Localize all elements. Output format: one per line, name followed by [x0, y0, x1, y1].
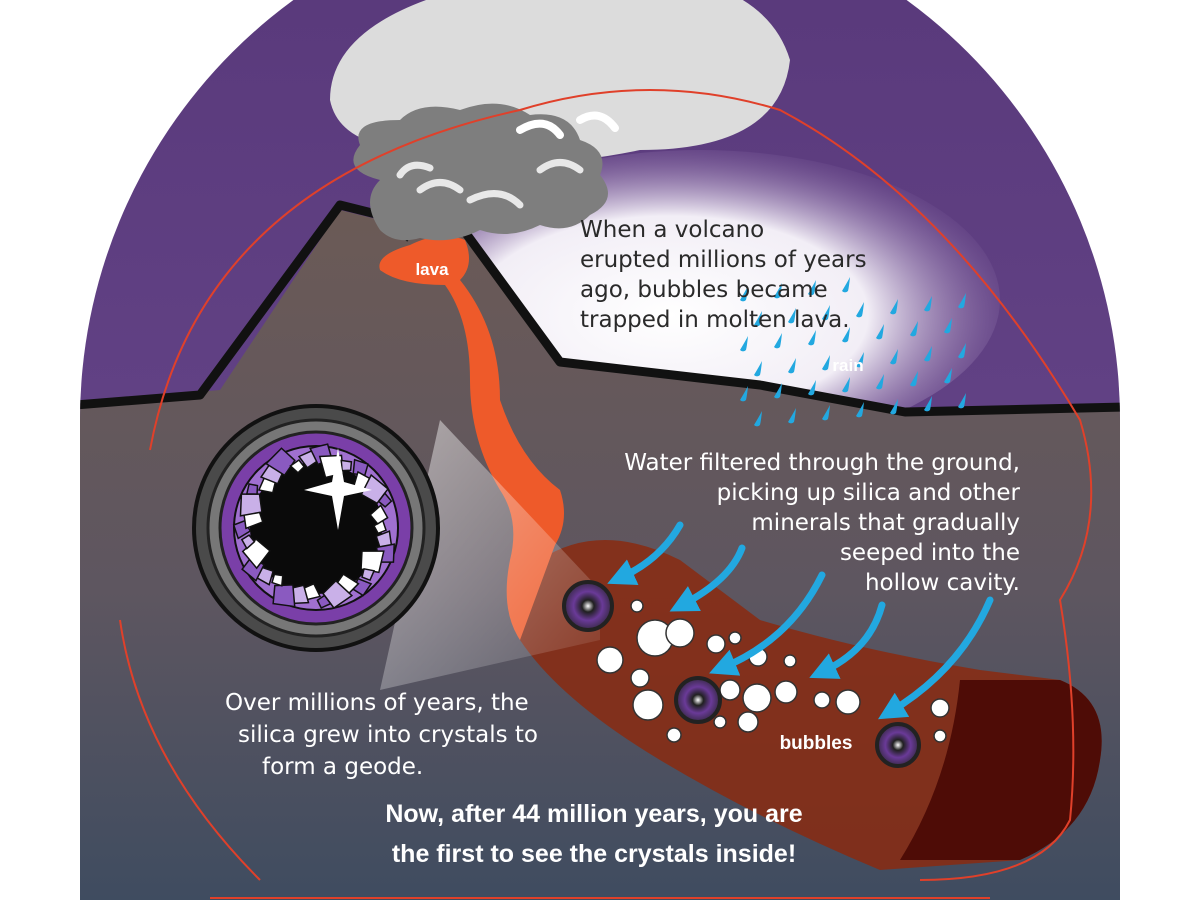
bubble-icon — [814, 692, 830, 708]
bubble-icon — [729, 632, 741, 644]
svg-text:Now, after 44 million years, y: Now, after 44 million years, you are — [385, 800, 802, 828]
svg-text:picking up silica and other: picking up silica and other — [717, 480, 1021, 506]
svg-text:When a volcano: When a volcano — [580, 217, 764, 243]
svg-text:erupted millions of years: erupted millions of years — [580, 247, 867, 273]
svg-text:ago, bubbles became: ago, bubbles became — [580, 277, 828, 303]
svg-text:Over millions of years, the: Over millions of years, the — [225, 690, 529, 716]
bubble-icon — [666, 619, 694, 647]
lava-label: lava — [415, 260, 449, 279]
bubble-icon — [931, 699, 949, 717]
svg-text:the first to see the crystals: the first to see the crystals inside! — [392, 840, 796, 868]
bubble-icon — [633, 690, 663, 720]
bubble-icon — [738, 712, 758, 732]
bubble-icon — [743, 684, 771, 712]
geode-cross-section — [194, 406, 438, 650]
bubble-icon — [714, 716, 726, 728]
svg-text:hollow cavity.: hollow cavity. — [865, 570, 1020, 596]
bubble-icon — [667, 728, 681, 742]
bubble-icon — [597, 647, 623, 673]
svg-text:trapped in molten lava.: trapped in molten lava. — [580, 307, 850, 333]
bubbles-label: bubbles — [780, 733, 853, 754]
bubble-icon — [707, 635, 725, 653]
bubble-icon — [775, 681, 797, 703]
bubble-icon — [836, 690, 860, 714]
rain-label: rain — [832, 356, 863, 375]
svg-text:seeped into the: seeped into the — [840, 540, 1020, 566]
svg-text:form a geode.: form a geode. — [262, 754, 423, 780]
bubble-icon — [631, 600, 643, 612]
bubble-icon — [631, 669, 649, 687]
svg-text:Water filtered through the gro: Water filtered through the ground, — [624, 450, 1020, 476]
bubble-icon — [934, 730, 946, 742]
bubble-icon — [784, 655, 796, 667]
svg-text:minerals that gradually: minerals that gradually — [751, 510, 1020, 536]
bubble-icon — [720, 680, 740, 700]
svg-text:silica grew into crystals to: silica grew into crystals to — [238, 722, 538, 748]
